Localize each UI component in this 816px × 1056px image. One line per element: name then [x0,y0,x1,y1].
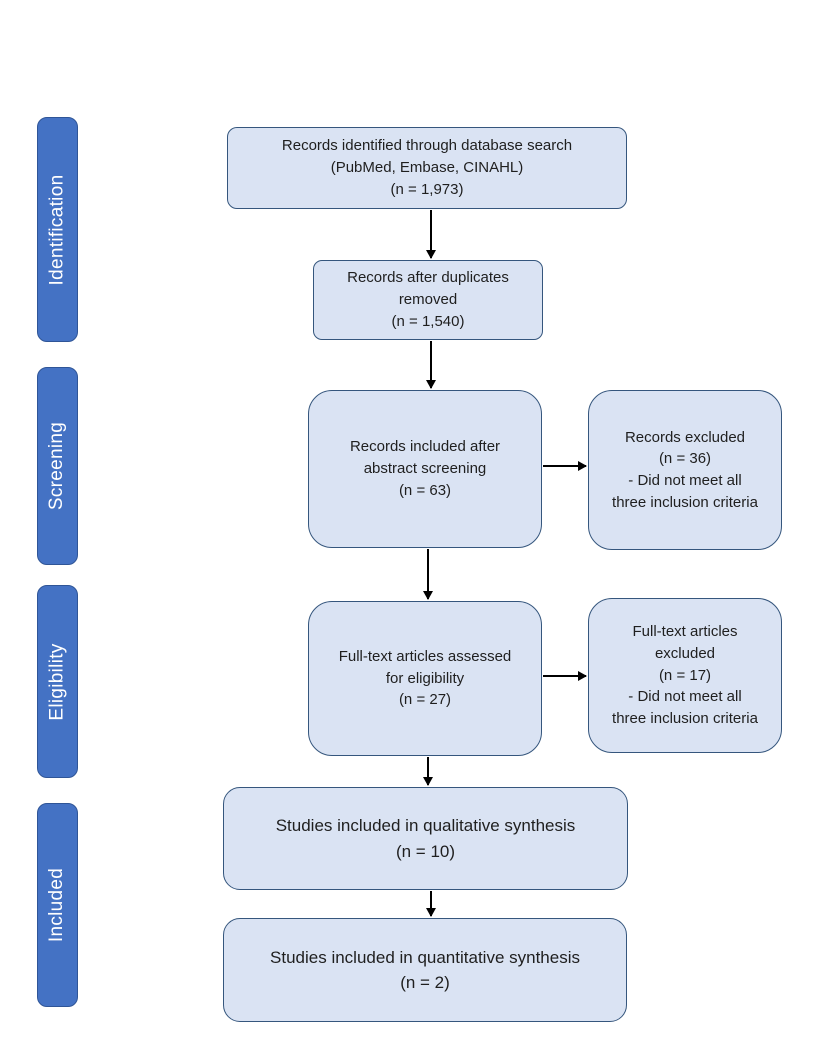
node-abstract-screening: Records included after abstract screenin… [308,390,542,548]
node-records-identified-text: Records identified through database sear… [281,137,573,198]
stage-eligibility-label: Eligibility [46,642,68,721]
stage-screening: Screening [37,367,78,565]
arrow-down-abstract-to-fulltext [423,549,433,600]
node-fulltext-excluded-text: Full-text articles excluded (n = 17) - D… [612,623,758,728]
node-records-identified: Records identified through database sear… [227,127,627,209]
node-fulltext-assessed: Full-text articles assessed for eligibil… [308,601,542,756]
arrow-down-duplicates-to-abstract [426,341,436,389]
stage-identification-label: Identification [46,174,68,285]
stage-identification: Identification [37,117,78,342]
node-records-excluded: Records excluded (n = 36) - Did not meet… [588,390,782,550]
node-quantitative-synthesis-text: Studies included in quantitative synthes… [270,947,580,993]
node-qualitative-synthesis: Studies included in qualitative synthesi… [223,787,628,890]
node-qualitative-synthesis-text: Studies included in qualitative synthesi… [275,816,576,861]
arrow-down-identified-to-duplicates [426,210,436,259]
arrow-right-fulltext-to-excluded [543,671,587,681]
node-quantitative-synthesis: Studies included in quantitative synthes… [223,918,627,1022]
arrow-down-qualitative-to-quantitative [426,891,436,917]
node-fulltext-excluded: Full-text articles excluded (n = 17) - D… [588,598,782,753]
node-duplicates-removed-text: Records after duplicates removed (n = 1,… [347,269,509,330]
node-duplicates-removed: Records after duplicates removed (n = 1,… [313,260,543,340]
node-records-excluded-text: Records excluded (n = 36) - Did not meet… [612,428,758,511]
stage-included-label: Included [46,867,68,943]
node-abstract-screening-text: Records included after abstract screenin… [349,438,501,499]
arrow-down-fulltext-to-qualitative [423,757,433,786]
stage-screening-label: Screening [46,421,68,511]
stage-eligibility: Eligibility [37,585,78,778]
arrow-right-abstract-to-excluded [543,461,587,471]
stage-included: Included [37,803,78,1007]
node-fulltext-assessed-text: Full-text articles assessed for eligibil… [338,647,512,709]
